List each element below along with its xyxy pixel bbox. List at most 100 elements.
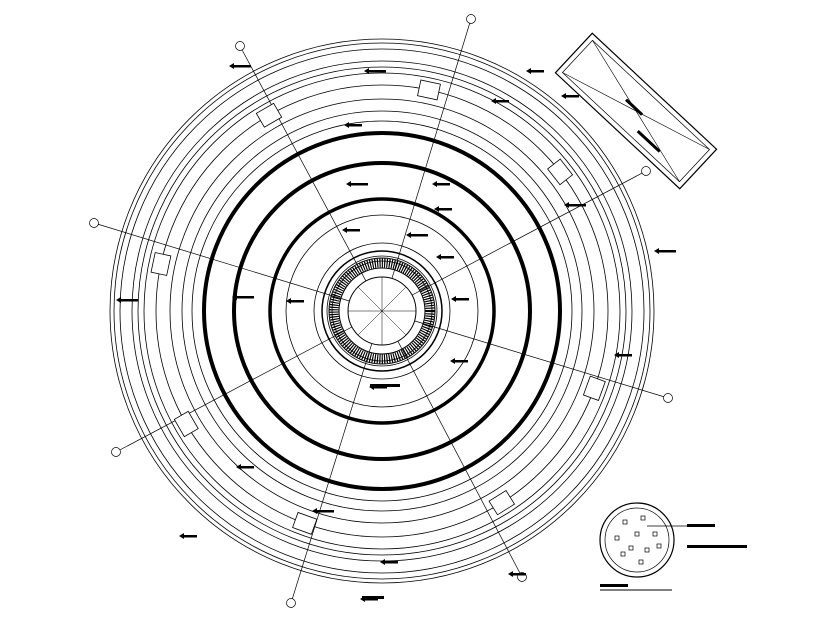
annotation-tag	[373, 386, 387, 389]
core-spoke	[357, 310, 383, 336]
central-hatched-core	[328, 257, 436, 365]
inset-outer	[599, 502, 675, 578]
ring-opening	[417, 79, 441, 101]
annotation-arrow	[312, 508, 317, 514]
annotation-tag	[495, 100, 509, 103]
panel-inner	[561, 39, 711, 183]
annotation-arrow	[436, 254, 441, 260]
annotation-arrow	[346, 181, 351, 187]
annotation-arrow	[229, 63, 234, 69]
panel-group	[554, 32, 718, 190]
annotation-arrow	[406, 232, 411, 238]
ring-opening	[488, 490, 516, 516]
annotation-arrow	[232, 294, 237, 300]
annotation-tag	[120, 299, 138, 302]
annotation-tag	[346, 229, 360, 232]
axis-bubble	[641, 166, 651, 176]
annotation-arrow	[432, 181, 437, 187]
ring-opening	[292, 511, 318, 535]
axis-line	[115, 310, 383, 453]
panel-tag	[636, 130, 661, 153]
annotation-tag	[455, 298, 469, 301]
annotation-tag	[454, 360, 468, 363]
core-ring-inner	[338, 267, 426, 355]
thick-ring	[202, 131, 562, 491]
axis-bubble	[111, 447, 121, 457]
annotation-arrow	[450, 358, 455, 364]
inset-caption-bar	[600, 584, 628, 587]
annotation-arrow	[286, 298, 291, 304]
annotation-tag	[368, 70, 386, 73]
thin-ring	[155, 84, 609, 538]
thick-ring	[321, 250, 443, 372]
rotated-detail-panel	[554, 32, 718, 190]
annotation-tag	[530, 70, 544, 73]
inset-tag	[687, 524, 715, 527]
inset-marker	[638, 559, 644, 565]
annotation-tag	[348, 124, 362, 127]
thin-ring	[313, 242, 451, 380]
inset-marker	[628, 545, 634, 551]
annotation-tag	[316, 510, 334, 513]
annotation-arrow	[236, 464, 241, 470]
inset-marker	[620, 551, 626, 557]
bottom-caption-bar	[362, 596, 384, 599]
ring-opening	[150, 252, 172, 276]
inset-detail-circle	[599, 502, 747, 591]
axis-line	[93, 222, 383, 312]
axis-bubble	[286, 598, 296, 608]
annotation-arrow	[654, 248, 659, 254]
ring-opening	[255, 102, 283, 128]
axis-line	[381, 310, 523, 578]
thin-ring	[181, 110, 583, 512]
thin-ring	[326, 255, 438, 367]
inset-marker	[644, 547, 650, 553]
core-spoke	[357, 286, 383, 312]
axis-bubble	[89, 218, 99, 228]
annotation-tag	[233, 65, 251, 68]
title-block	[362, 384, 400, 599]
thin-ring	[143, 72, 621, 550]
core-ring-outer	[328, 257, 436, 365]
axis-bubble	[235, 41, 245, 51]
annotation-tag	[384, 561, 398, 564]
thin-ring	[169, 98, 595, 524]
thin-ring	[285, 214, 479, 408]
thick-ring	[232, 161, 532, 461]
annotation-arrow	[614, 352, 619, 358]
annotation-tag	[410, 234, 428, 237]
annotation-tag	[290, 300, 304, 303]
inset-marker	[634, 531, 640, 537]
inset-marker	[622, 519, 628, 525]
annotation-arrow	[116, 297, 121, 303]
thin-ring	[109, 38, 655, 584]
annotation-arrow	[364, 68, 369, 74]
annotation-tag	[436, 183, 450, 186]
thin-ring	[191, 120, 573, 502]
ring-openings	[150, 79, 606, 535]
annotation-tag	[568, 204, 586, 207]
annotation-tag	[236, 296, 254, 299]
annotation-tags	[116, 63, 676, 602]
thin-ring	[119, 48, 645, 574]
inset-marker	[656, 543, 662, 549]
ring-opening	[547, 158, 574, 186]
annotation-arrow	[491, 98, 496, 104]
axis-line	[381, 310, 669, 399]
axis-bubble	[466, 14, 476, 24]
annotation-tag	[183, 535, 197, 538]
inset-tag	[687, 545, 747, 548]
inset-marker	[614, 535, 620, 541]
thin-ring	[113, 42, 651, 580]
annotation-arrow	[564, 202, 569, 208]
inset-marker	[640, 515, 646, 521]
annotation-tag	[364, 598, 378, 601]
axis-bubble	[663, 393, 673, 403]
ring-opening	[173, 410, 199, 438]
annotation-tag	[438, 208, 452, 211]
ring-opening	[582, 375, 606, 401]
annotation-arrow	[434, 206, 439, 212]
hatched-ring	[329, 258, 435, 364]
